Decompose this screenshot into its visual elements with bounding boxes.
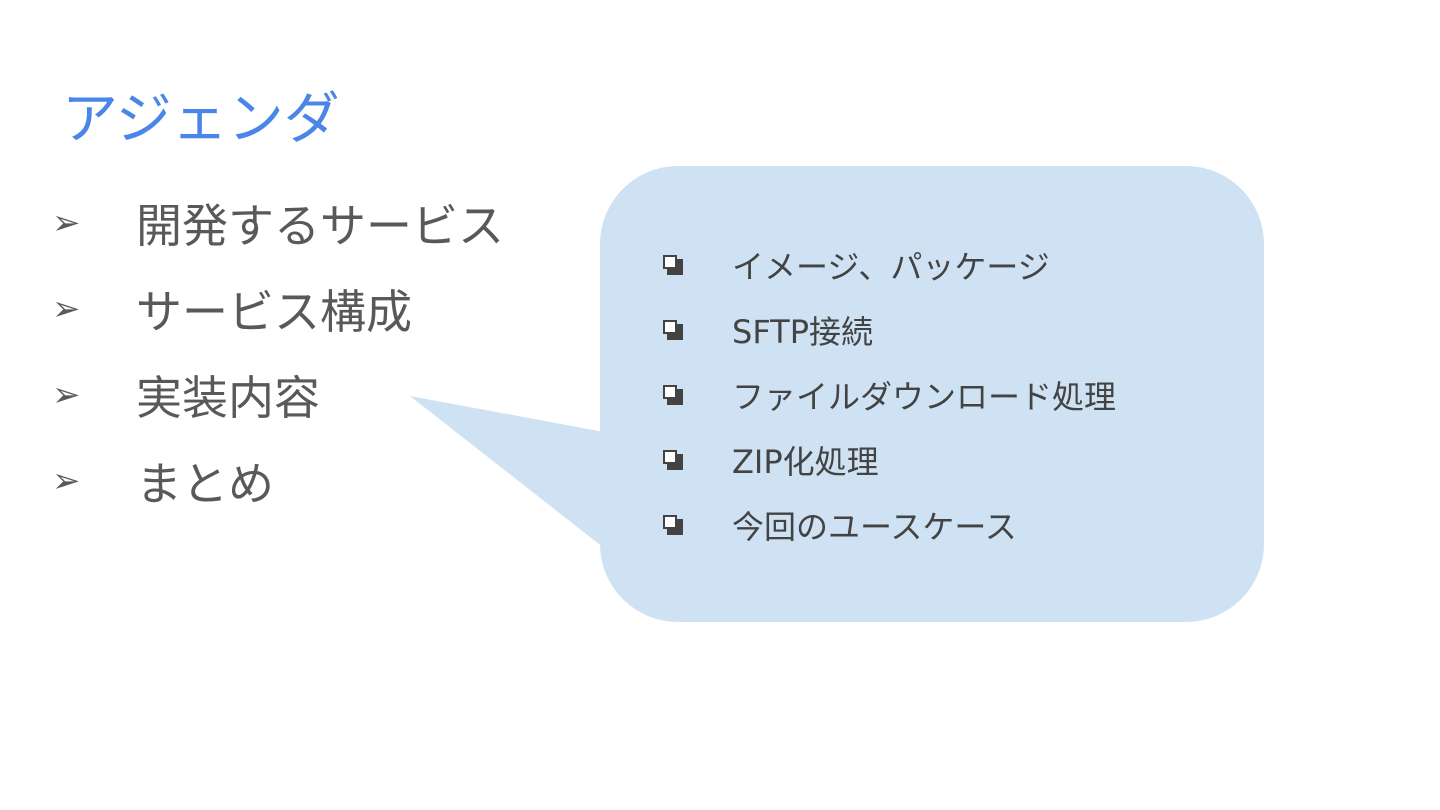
callout-item-label: ZIP化処理 bbox=[732, 442, 879, 481]
callout-pointer bbox=[410, 396, 604, 548]
agenda-list: ➢ 開発するサービス ➢ サービス構成 ➢ 実装内容 ➢ まとめ bbox=[52, 180, 504, 524]
arrow-bullet-icon: ➢ bbox=[52, 203, 81, 243]
checkbox-icon bbox=[662, 319, 732, 341]
agenda-item-label: まとめ bbox=[136, 457, 274, 511]
callout-list: イメージ、パッケージ SFTP接続 ファイルダウンロード処理 ZIP化処理 今回… bbox=[662, 232, 1116, 557]
agenda-item-implementation: ➢ 実装内容 bbox=[52, 352, 504, 438]
callout-item-label: 今回のユースケース bbox=[732, 507, 1017, 546]
callout-item-download: ファイルダウンロード処理 bbox=[662, 362, 1116, 427]
agenda-item-summary: ➢ まとめ bbox=[52, 438, 504, 524]
callout-item-label: SFTP接続 bbox=[732, 312, 874, 351]
checkbox-icon bbox=[662, 514, 732, 536]
agenda-item-label: 開発するサービス bbox=[136, 199, 504, 253]
checkbox-icon bbox=[662, 254, 732, 276]
callout-body bbox=[600, 166, 1264, 622]
arrow-bullet-icon: ➢ bbox=[52, 289, 81, 329]
callout-item-image-package: イメージ、パッケージ bbox=[662, 232, 1116, 297]
callout-item-usecase: 今回のユースケース bbox=[662, 492, 1116, 557]
agenda-item-label: サービス構成 bbox=[136, 285, 412, 339]
agenda-item-label: 実装内容 bbox=[136, 371, 320, 425]
checkbox-icon bbox=[662, 384, 732, 406]
agenda-item-architecture: ➢ サービス構成 bbox=[52, 266, 504, 352]
callout-item-sftp: SFTP接続 bbox=[662, 297, 1116, 362]
slide-title: アジェンダ bbox=[62, 87, 340, 152]
arrow-bullet-icon: ➢ bbox=[52, 375, 81, 415]
callout-item-zip: ZIP化処理 bbox=[662, 427, 1116, 492]
checkbox-icon bbox=[662, 449, 732, 471]
callout-item-label: イメージ、パッケージ bbox=[732, 247, 1050, 286]
agenda-item-service: ➢ 開発するサービス bbox=[52, 180, 504, 266]
callout-item-label: ファイルダウンロード処理 bbox=[732, 377, 1117, 416]
arrow-bullet-icon: ➢ bbox=[52, 461, 81, 501]
